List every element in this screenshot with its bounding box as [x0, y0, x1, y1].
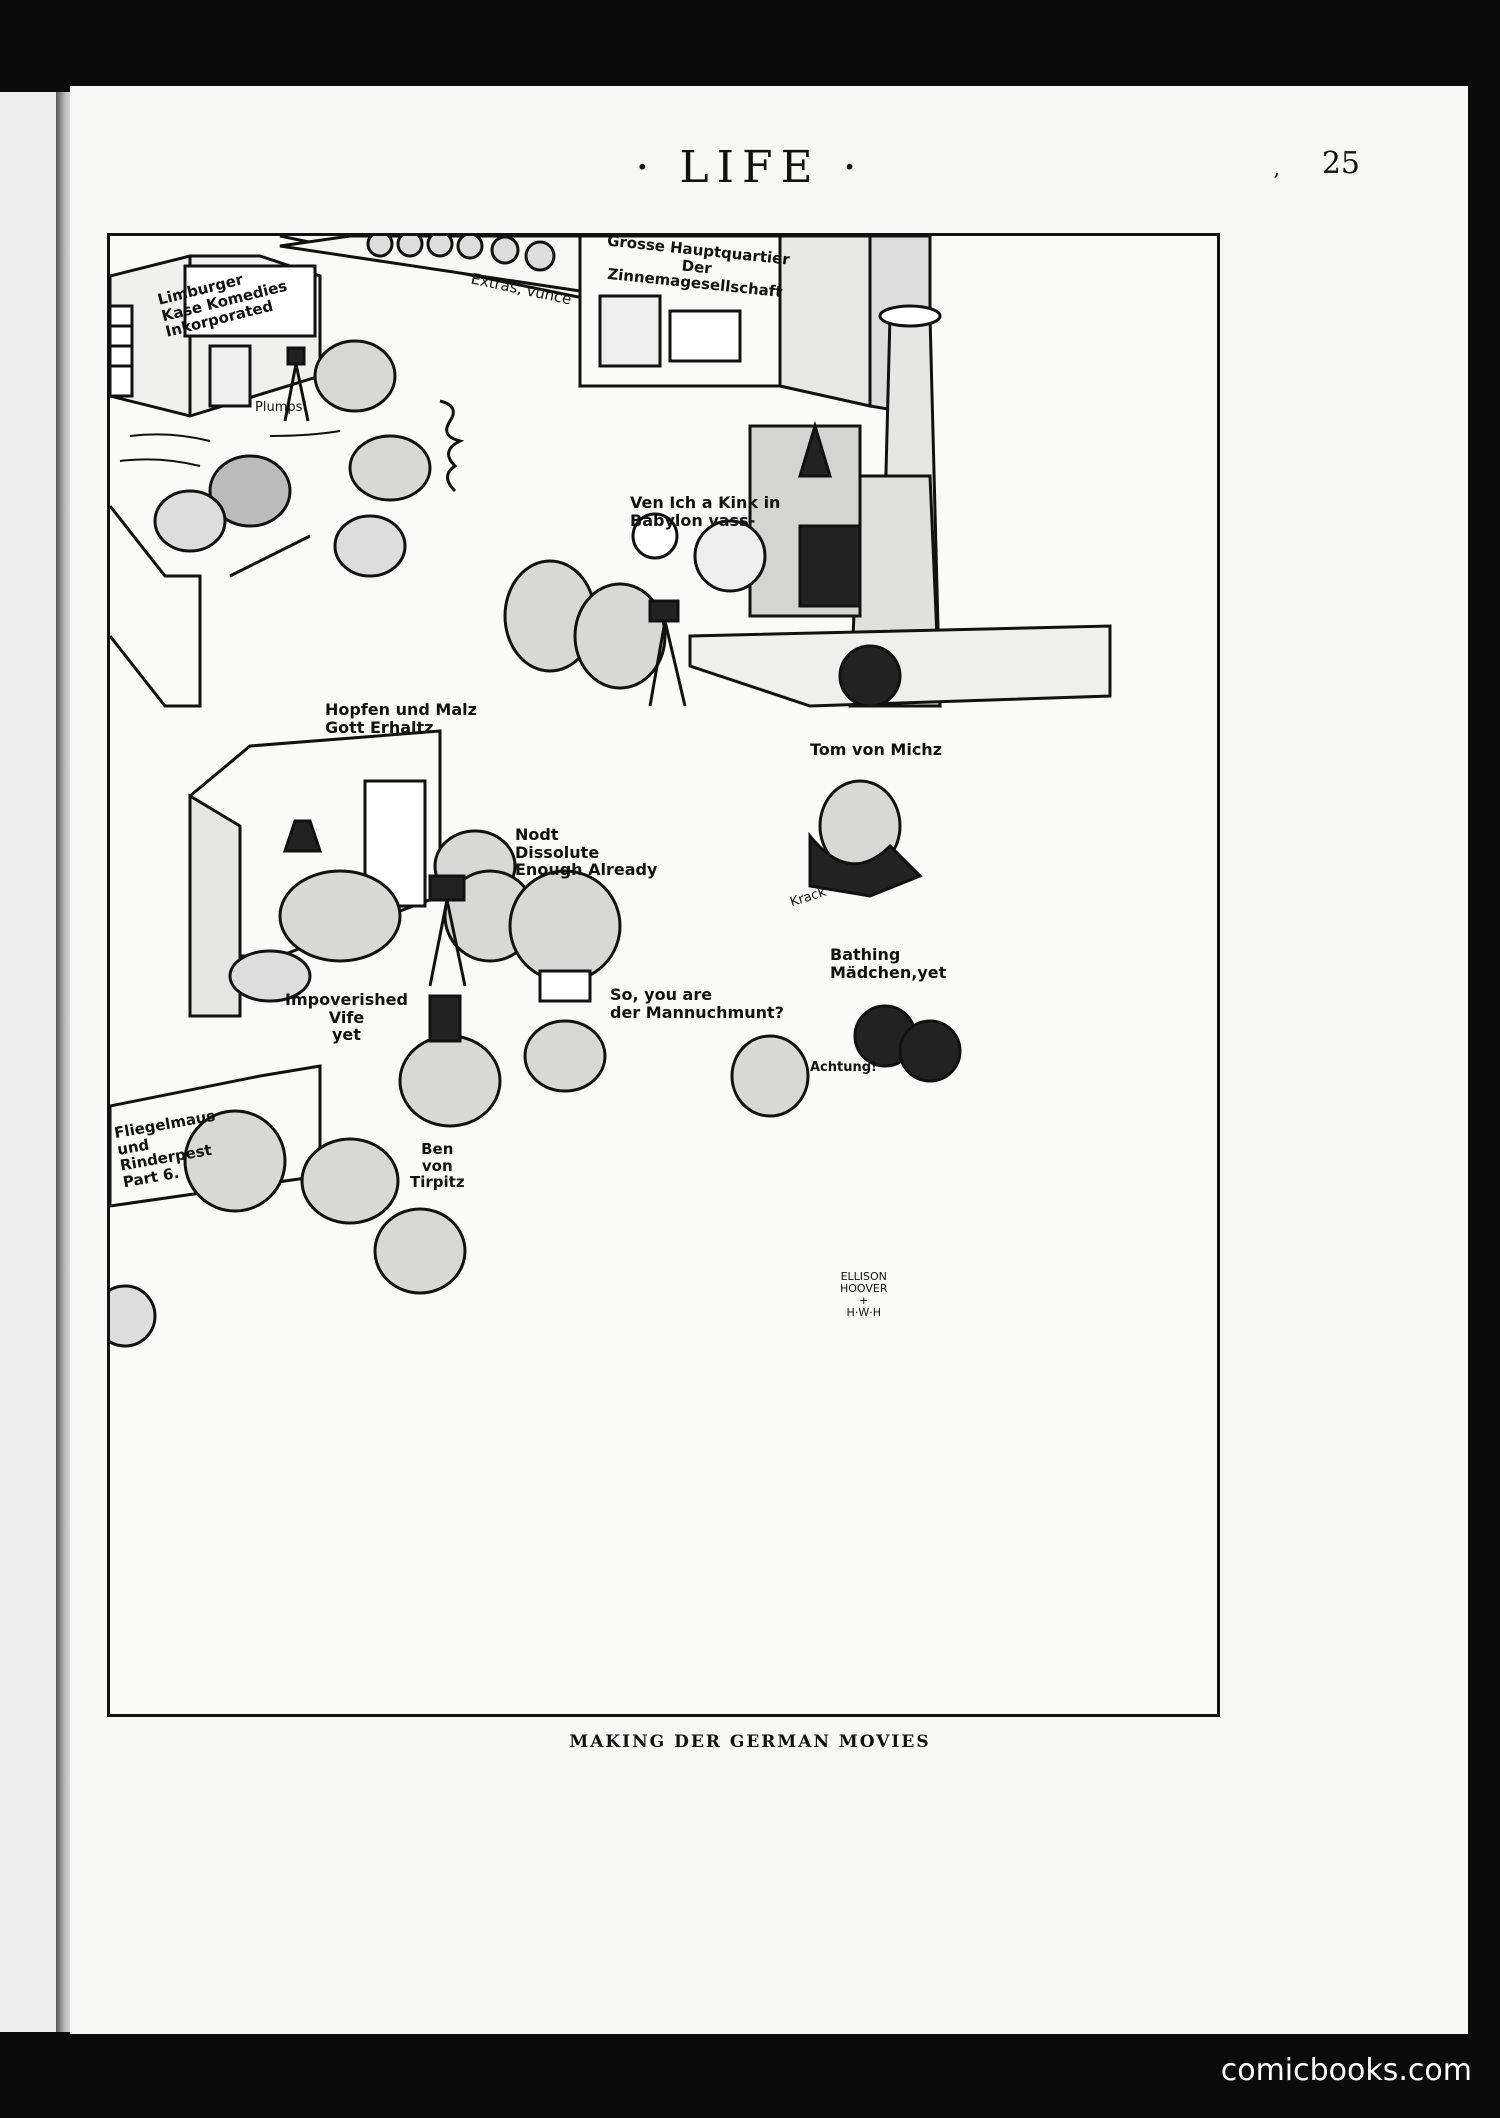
studio-building-drawing	[110, 254, 322, 418]
page-number: 25	[1321, 146, 1360, 181]
ben-caption: Ben von Tirpitz	[410, 1140, 465, 1191]
lower-figures-drawing	[398, 994, 962, 1128]
bottom-left-drawing	[110, 1064, 467, 1348]
cartoon-illustration: Limburger Kase Komedies Inkorporated Plu…	[107, 233, 1220, 1717]
tom-caption: Tom von Michz	[810, 740, 942, 759]
cartoon-drawing	[110, 236, 1112, 1348]
extras-wall-drawing	[279, 236, 582, 293]
cowboy-drawing	[808, 779, 923, 898]
camera-crew-drawing	[503, 559, 902, 708]
page-header: · LIFE · , 25	[0, 142, 1500, 212]
stage-booth-drawing	[188, 729, 442, 1018]
header-mark: ,	[1273, 156, 1280, 180]
mannuchmunt-caption: So, you are der Mannuchmunt?	[610, 985, 784, 1022]
magazine-title: · LIFE ·	[635, 142, 865, 193]
bathing-caption: Bathing Mädchen,yet	[830, 945, 947, 982]
throne-set-drawing	[631, 420, 1112, 708]
achtung-label: Achtung!	[810, 1060, 877, 1075]
plumps-label: Plumps!	[255, 400, 308, 415]
kink-caption: Ven Ich a Kink in Babylon vass-	[630, 493, 781, 530]
splash-scene-drawing	[110, 430, 407, 708]
site-watermark: comicbooks.com	[1220, 2053, 1472, 2088]
artist-signature: ELLISON HOOVER + H·W·H	[840, 1270, 888, 1320]
cartoon-caption: MAKING DER GERMAN MOVIES	[569, 1732, 931, 1752]
impoverished-caption: Impoverished Vife yet	[285, 990, 408, 1045]
nodt-caption: Nodt Dissolute Enough Already	[515, 825, 658, 880]
top-camera-drawing	[283, 339, 465, 502]
hopfen-caption: Hopfen und Malz Gott Erhaltz	[325, 700, 477, 737]
page-gutter	[56, 92, 74, 2032]
center-camera-drawing	[428, 829, 622, 1003]
